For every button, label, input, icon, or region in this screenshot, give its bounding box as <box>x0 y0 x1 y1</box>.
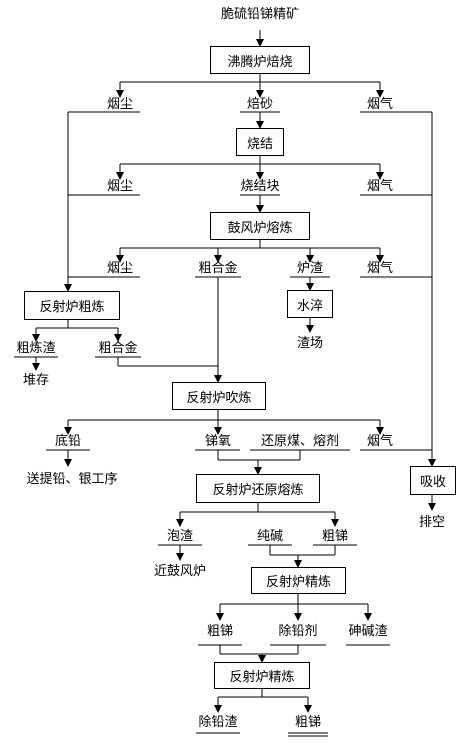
furnace-slag-label: 炉渣 <box>296 261 324 276</box>
rough-slag-label: 粗炼渣 <box>16 341 56 356</box>
water-quench-box: 水淬 <box>287 290 333 318</box>
flue-gas-label-4: 烟气 <box>366 434 394 449</box>
sinter-block-label: 烧结块 <box>240 179 280 194</box>
raw-material-label: 脆硫铅锑精矿 <box>220 7 300 22</box>
flue-gas-label-3: 烟气 <box>366 261 394 276</box>
crude-alloy-label-2: 粗合金 <box>98 341 138 356</box>
reverberatory-rough-smelting-box: 反射炉粗炼 <box>24 291 120 320</box>
crude-alloy-label-1: 粗合金 <box>198 261 238 276</box>
reducing-coal-flux-label: 还原煤、熔剂 <box>260 434 340 449</box>
dust-label-2: 烟尘 <box>106 179 134 194</box>
dust-label-1: 烟尘 <box>106 97 134 112</box>
reverberatory-refining-box-2: 反射炉精炼 <box>214 662 310 689</box>
absorption-box: 吸收 <box>410 466 456 495</box>
crude-antimony-final-label: 粗锑 <box>294 715 322 730</box>
to-blast-furnace-label: 近鼓风炉 <box>153 564 207 579</box>
flue-gas-label-1: 烟气 <box>366 97 394 112</box>
sintering-box: 烧结 <box>236 128 284 156</box>
slag-yard-label: 渣场 <box>296 336 324 351</box>
vent-label: 排空 <box>418 515 446 530</box>
bottom-lead-label: 底铅 <box>54 434 82 449</box>
lead-removal-slag-label: 除铅渣 <box>198 715 238 730</box>
crude-antimony-label-1: 粗锑 <box>321 529 349 544</box>
dust-label-3: 烟尘 <box>106 261 134 276</box>
crude-antimony-label-2: 粗锑 <box>206 624 234 639</box>
antimony-oxide-label: 锑氧 <box>204 434 232 449</box>
flue-gas-label-2: 烟气 <box>366 179 394 194</box>
foam-slag-label: 泡渣 <box>166 529 194 544</box>
lead-remover-label: 除铅剂 <box>278 624 318 639</box>
reverberatory-reduction-smelting-box: 反射炉还原熔炼 <box>196 474 320 503</box>
stockpile-label: 堆存 <box>22 373 50 388</box>
calcine-label: 焙砂 <box>246 97 274 112</box>
reverberatory-refining-box-1: 反射炉精炼 <box>251 567 346 594</box>
sent-to-lead-silver-label: 送提铅、银工序 <box>26 472 118 487</box>
boiling-furnace-roasting-box: 沸腾炉焙烧 <box>210 46 310 74</box>
reverberatory-blowing-box: 反射炉吹炼 <box>172 382 266 410</box>
arsenic-alkali-slag-label: 砷碱渣 <box>348 624 388 639</box>
soda-ash-label: 纯碱 <box>256 529 284 544</box>
blast-furnace-smelting-box: 鼓风炉熔炼 <box>210 212 310 240</box>
